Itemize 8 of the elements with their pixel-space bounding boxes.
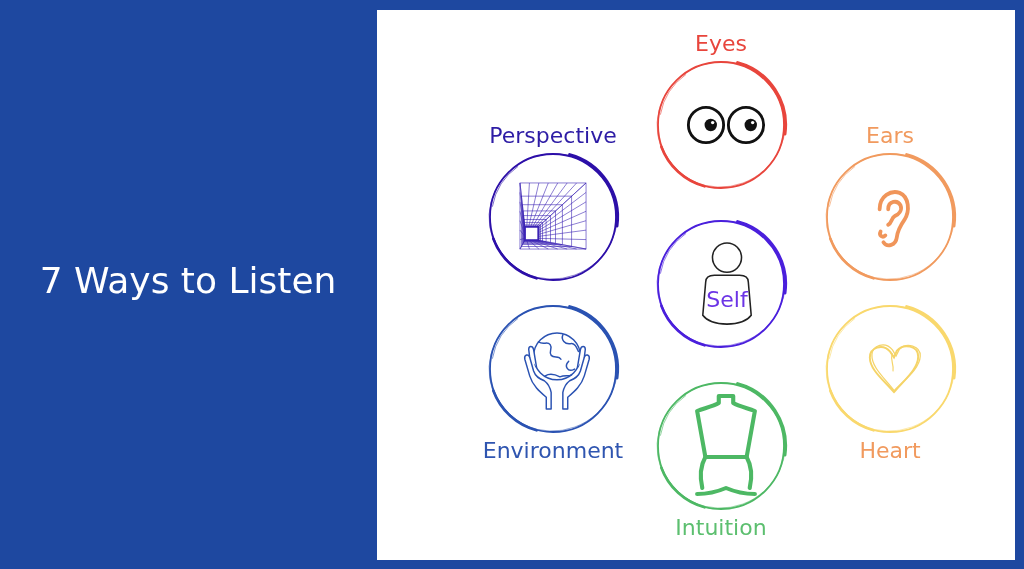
node-label: Heart xyxy=(859,437,921,465)
node-label: Self xyxy=(706,286,748,314)
node-label: Eyes xyxy=(695,30,747,58)
node-label: Perspective xyxy=(489,122,617,150)
node-label: Ears xyxy=(866,122,914,150)
node-label: Intuition xyxy=(675,514,767,542)
node-label: Environment xyxy=(482,437,624,465)
slide-title: 7 Ways to Listen xyxy=(39,259,337,303)
